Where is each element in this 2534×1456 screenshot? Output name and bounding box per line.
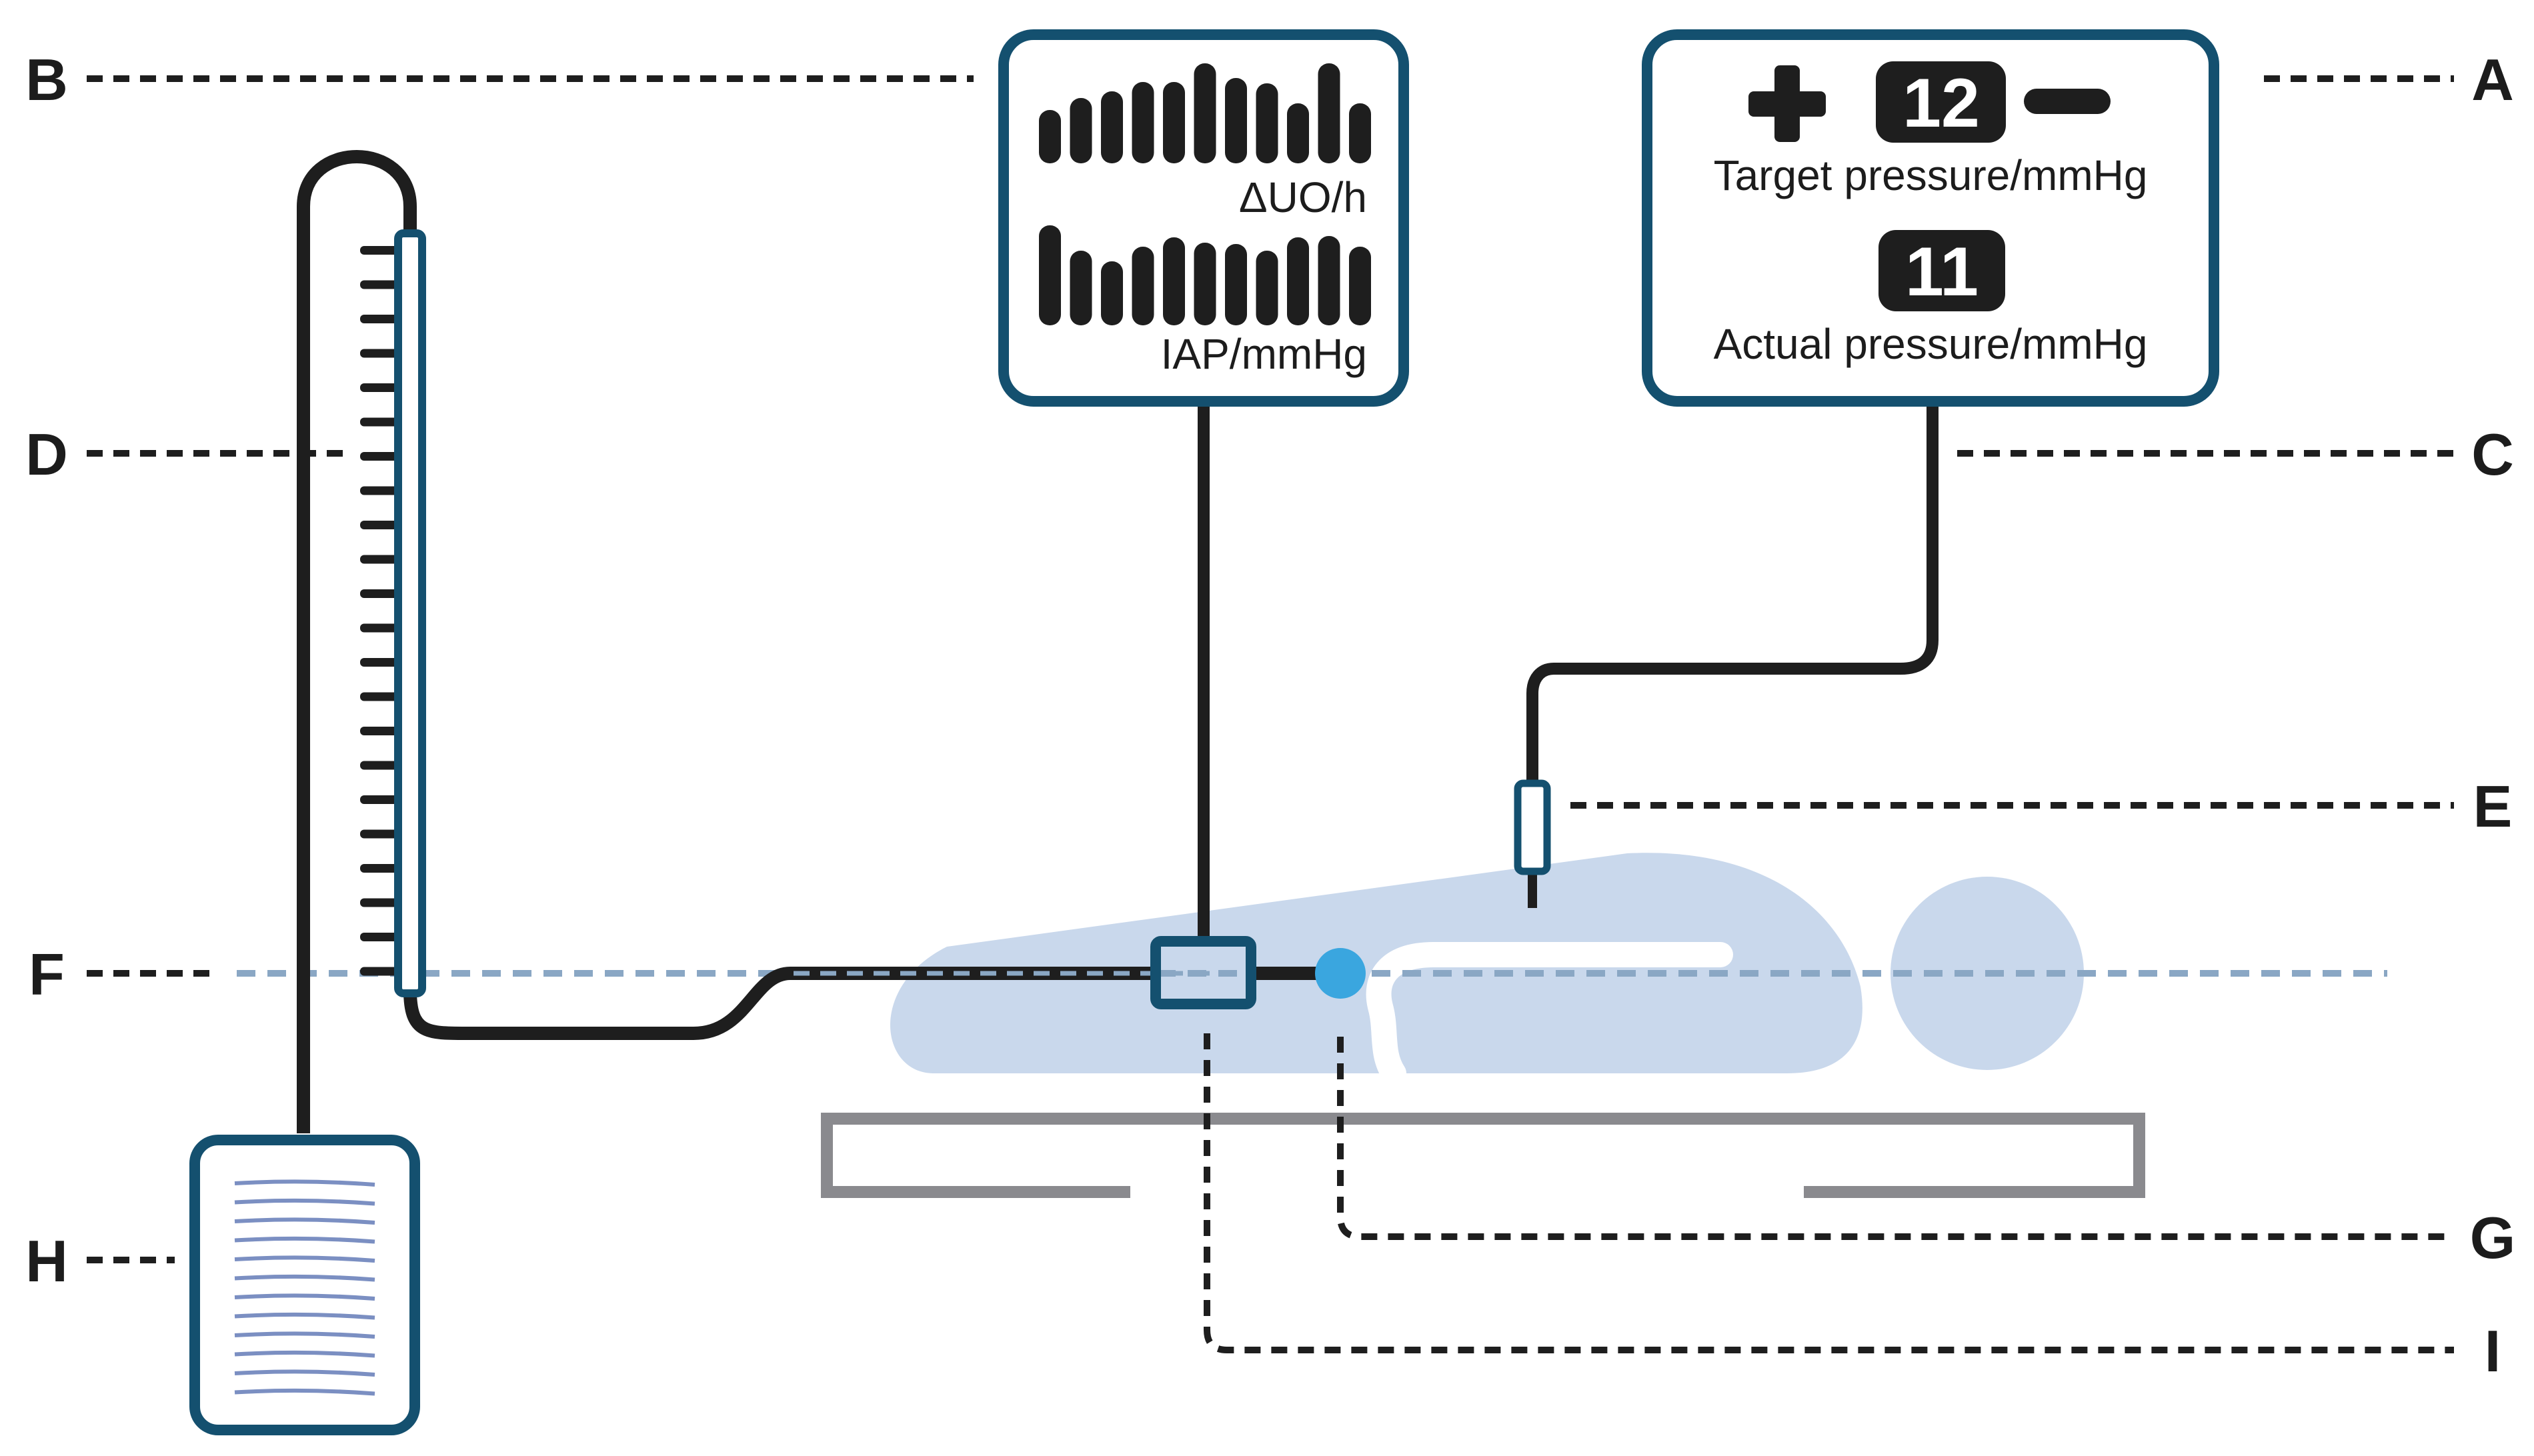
actual-value: 11 [1905, 233, 1979, 311]
needle-sensor [1514, 779, 1551, 875]
scale-tick [360, 864, 401, 873]
bag-fill-line [234, 1274, 375, 1282]
actual-value-box [1878, 230, 2005, 311]
controller-cable [1526, 397, 1939, 797]
scale-tick [360, 417, 401, 427]
patient-arm-outline [1366, 942, 1733, 1086]
scale-tick [360, 555, 401, 564]
sensor-dot [1315, 948, 1366, 999]
scale-tick [360, 967, 401, 976]
bag-fill-line [234, 1331, 375, 1339]
display-bar [1256, 83, 1278, 163]
collection-bag [189, 1135, 420, 1435]
graduated-column [360, 229, 426, 997]
bag-fill-line [234, 1198, 375, 1206]
display-bar [1349, 247, 1371, 325]
label-b: B [25, 47, 68, 113]
label-e: E [2473, 773, 2513, 839]
display-bar [1318, 63, 1340, 163]
label-f: F [29, 941, 65, 1007]
leader-g [1337, 1037, 2454, 1240]
scale-tick [360, 315, 401, 323]
display-bar [1070, 251, 1092, 325]
actual-label: Actual pressure/mmHg [1714, 320, 2148, 368]
drain-tube [297, 150, 1160, 1133]
bag-fill-line [234, 1350, 375, 1358]
scale-tick [360, 658, 401, 667]
target-value-box [1876, 61, 2006, 143]
scale-tick [360, 486, 401, 495]
display-bar [1287, 237, 1309, 325]
label-i: I [2485, 1318, 2501, 1384]
target-value: 12 [1903, 65, 1980, 142]
scale-tick [360, 452, 401, 461]
display-bar [1256, 251, 1278, 325]
display-bar [1194, 243, 1216, 325]
display-bar [1101, 261, 1123, 325]
display-bar [1194, 63, 1216, 163]
scale-tick [360, 383, 401, 392]
scale-tick [360, 727, 401, 735]
bag-fill-line [234, 1369, 375, 1377]
bag-fill-line [234, 1179, 375, 1187]
scale-ticks [360, 246, 401, 976]
display-bar [1039, 110, 1061, 163]
bed-frame [821, 1113, 2145, 1198]
bag-frame [189, 1135, 420, 1435]
scale-tick [360, 898, 401, 907]
scale-tick [360, 761, 401, 770]
patient-body [890, 853, 1862, 1073]
bag-fill-line [234, 1293, 375, 1301]
display-bar [1318, 236, 1340, 325]
display-bar [1349, 103, 1371, 163]
bag-fill-line [234, 1217, 375, 1225]
label-a: A [2471, 47, 2514, 113]
leader-lines [87, 75, 2454, 1353]
scale-tick [360, 521, 401, 529]
display-bar [1225, 78, 1247, 163]
leader-i [1204, 1033, 2454, 1353]
scale-tick [360, 589, 401, 598]
label-g: G [2470, 1205, 2515, 1271]
display-bar [1039, 225, 1061, 325]
display-bar [1132, 82, 1154, 163]
bag-fill-line [234, 1312, 375, 1320]
display-bar [1287, 103, 1309, 163]
scale-tick [360, 349, 401, 358]
bag-fill-line [234, 1255, 375, 1263]
display-bar [1225, 244, 1247, 325]
display-bar [1070, 98, 1092, 163]
scale-tick [360, 933, 401, 941]
minus-icon[interactable] [2024, 89, 2111, 114]
iap-label: IAP/mmHg [1161, 330, 1367, 378]
scale-tick [360, 829, 401, 839]
bag-fill-line [234, 1388, 375, 1396]
scale-tick [360, 795, 401, 804]
bag-fill-line [234, 1236, 375, 1244]
display-bar [1132, 247, 1154, 325]
plus-icon[interactable] [1748, 65, 1826, 142]
display-bar [1163, 82, 1185, 163]
bag-fill-lines [234, 1179, 375, 1396]
label-d: D [25, 421, 68, 487]
uo-label: ΔUO/h [1239, 173, 1367, 221]
label-c: C [2471, 421, 2514, 487]
scale-tick [360, 623, 401, 633]
scale-tick [360, 692, 401, 701]
display-bar [1101, 91, 1123, 163]
target-label: Target pressure/mmHg [1714, 151, 2148, 199]
label-h: H [25, 1228, 68, 1294]
display-bar [1163, 237, 1185, 325]
junction-box [1150, 936, 1256, 1009]
scale-tick [360, 246, 401, 255]
uo-bar-display [1039, 63, 1371, 163]
scale-tick [360, 280, 401, 289]
column-tube [394, 229, 426, 997]
iap-bar-display [1039, 225, 1371, 325]
